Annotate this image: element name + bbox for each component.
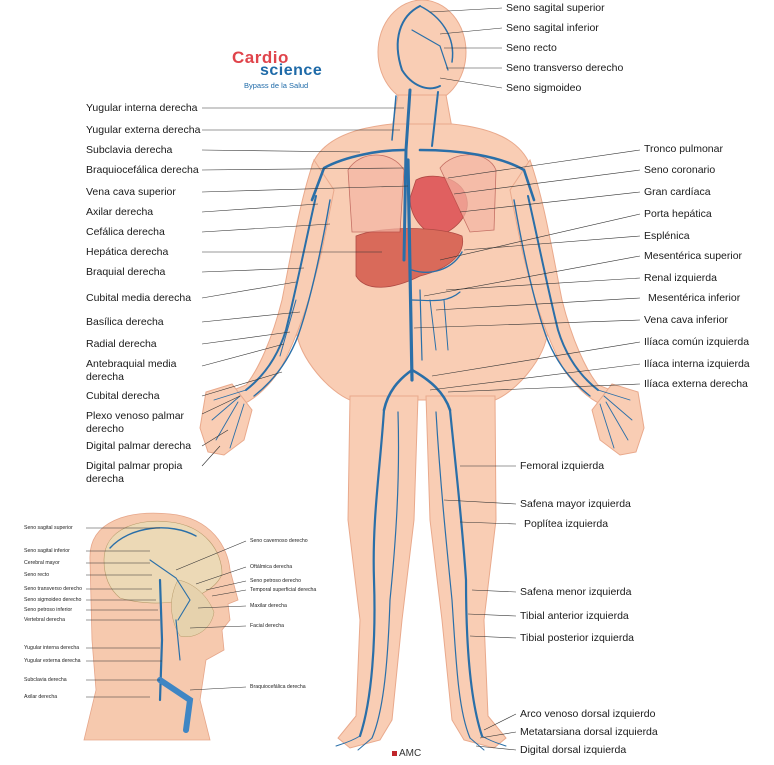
label-seno-coronario: Seno coronario xyxy=(644,164,716,176)
label-hepatica-derecha: Hepática derecha xyxy=(86,246,169,258)
label-cefalica-derecha: Cefálica derecha xyxy=(86,226,165,238)
label-digital-dorsal-izquierda: Digital dorsal izquierda xyxy=(520,744,627,756)
label-plexo-venoso-palmar-derecho: Plexo venoso palmar derecho xyxy=(86,410,185,435)
label-seno-sagital-superior: Seno sagital superior xyxy=(506,2,605,14)
label-arco-venoso-dorsal-izquierdo: Arco venoso dorsal izquierdo xyxy=(520,708,656,720)
label-mesenterica-inferior: Mesentérica inferior xyxy=(648,292,741,304)
inset-label-seno-petroso-derecho: Seno petroso derecho xyxy=(250,578,302,584)
label-metatarsiana-dorsal-izquierda: Metatarsiana dorsal izquierda xyxy=(520,726,658,738)
inset-label-yugular-externa-derecha: Yugular externa derecha xyxy=(24,658,81,664)
label-cubital-media-derecha: Cubital media derecha xyxy=(86,292,192,304)
inset-label-facial-derecha: Facial derecha xyxy=(250,623,285,629)
label-safena-mayor-izquierda: Safena mayor izquierda xyxy=(520,498,631,510)
label-tibial-anterior-izquierda: Tibial anterior izquierda xyxy=(520,610,629,622)
inset-label-subclavia-derecha: Subclavia derecha xyxy=(24,677,67,683)
label-iliaca-comun-izquierda: Ilíaca común izquierda xyxy=(644,336,750,348)
label-tibial-posterior-izquierda: Tibial posterior izquierda xyxy=(520,632,634,644)
label-tronco-pulmonar: Tronco pulmonar xyxy=(644,143,723,155)
inset-label-seno-sigmoideo-derecho: Seno sigmoideo derecho xyxy=(24,597,82,603)
inset-label-seno-sagital-inferior: Seno sagital inferior xyxy=(24,548,70,554)
amc-text: AMC xyxy=(399,748,422,759)
label-subclavia-derecha: Subclavia derecha xyxy=(86,144,173,156)
label-vena-cava-inferior: Vena cava inferior xyxy=(644,314,729,326)
inset-label-cerebral-mayor: Cerebral mayor xyxy=(24,560,60,566)
label-seno-recto: Seno recto xyxy=(506,42,557,54)
inset-label-vertebral-derecha: Vertebral derecha xyxy=(24,617,65,623)
inset-label-temporal-superficial-derecha: Temporal superficial derecha xyxy=(250,587,317,593)
label-yugular-externa-derecha: Yugular externa derecha xyxy=(86,124,201,136)
leader-lines xyxy=(86,7,641,751)
label-seno-sagital-inferior: Seno sagital inferior xyxy=(506,22,599,34)
label-femoral-izquierda: Femoral izquierda xyxy=(520,460,605,472)
label-braquial-derecha: Braquial derecha xyxy=(86,266,166,278)
label-poplitea-izquierda: Poplítea izquierda xyxy=(524,518,609,530)
label-axilar-derecha: Axilar derecha xyxy=(86,206,154,218)
inset-label-braquiocefalica-derecha: Braquiocefálica derecha xyxy=(250,684,306,690)
label-iliaca-interna-izquierda: Ilíaca interna izquierda xyxy=(644,358,750,370)
inset-head-illustration xyxy=(83,512,239,741)
amc-mark-icon xyxy=(392,750,397,756)
logo-subtitle: Bypass de la Salud xyxy=(244,81,309,90)
label-safena-menor-izquierda: Safena menor izquierda xyxy=(520,586,632,598)
vein-network xyxy=(211,5,633,751)
inset-label-seno-sagital-superior: Seno sagital superior xyxy=(24,525,73,531)
label-mesenterica-superior: Mesentérica superior xyxy=(644,250,743,262)
label-vena-cava-superior: Vena cava superior xyxy=(86,186,176,198)
inset-label-seno-petroso-inferior: Seno petroso inferior xyxy=(24,607,73,613)
cardioscience-logo: Cardio science Bypass de la Salud xyxy=(232,48,344,94)
logo-title-top: Cardio xyxy=(232,48,289,67)
inset-label-seno-transverso-derecho: Seno transverso derecho xyxy=(24,586,82,592)
inset-label-maxilar-derecha: Maxilar derecha xyxy=(250,603,287,609)
label-gran-cardiaca: Gran cardíaca xyxy=(644,186,711,198)
organs xyxy=(347,154,497,288)
inset-label-yugular-interna-derecha: Yugular interna derecha xyxy=(24,645,80,651)
amc-watermark: AMC xyxy=(392,748,421,759)
label-porta-hepatica: Porta hepática xyxy=(644,208,712,220)
label-radial-derecha: Radial derecha xyxy=(86,338,157,350)
label-digital-palmar-propia-derecha: Digital palmar propia derecha xyxy=(86,460,183,485)
label-iliaca-externa-derecha: Ilíaca externa derecha xyxy=(644,378,748,390)
label-yugular-interna-derecha: Yugular interna derecha xyxy=(86,102,198,114)
right-lung xyxy=(347,154,405,233)
inset-label-oftalmica-derecha: Oftálmica derecha xyxy=(250,564,293,570)
logo-title-bottom: science xyxy=(260,62,323,79)
label-renal-izquierda: Renal izquierda xyxy=(644,272,717,284)
inset-label-seno-cavernoso-derecho: Seno cavernoso derecho xyxy=(250,538,308,544)
label-cubital-derecha: Cubital derecha xyxy=(86,390,160,402)
label-basilica-derecha: Basílica derecha xyxy=(86,316,164,328)
label-braquiocefalica-derecha: Braquiocefálica derecha xyxy=(86,164,199,176)
inset-label-seno-recto: Seno recto xyxy=(24,572,50,578)
inset-label-axilar-derecha: Axilar derecha xyxy=(24,694,58,700)
label-seno-sigmoideo: Seno sigmoideo xyxy=(506,82,582,94)
label-antebraquial-media-derecha: Antebraquial media derecha xyxy=(86,358,177,383)
label-digital-palmar-derecha: Digital palmar derecha xyxy=(86,440,192,452)
label-esplenica: Esplénica xyxy=(644,230,690,242)
label-seno-transverso-derecho: Seno transverso derecho xyxy=(506,62,624,74)
